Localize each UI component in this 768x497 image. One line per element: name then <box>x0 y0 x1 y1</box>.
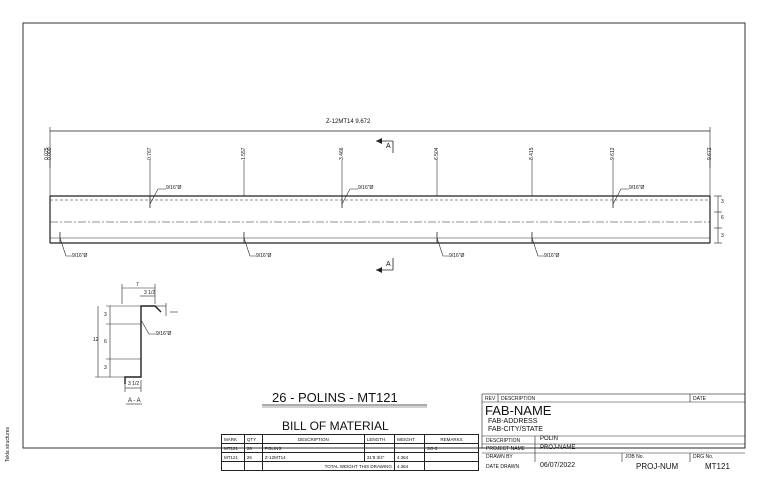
height-dim: 6 <box>721 215 724 221</box>
bom-total-label: TOTAL WEIGHT THIS DRAWING <box>261 461 395 471</box>
height-dim: 3 <box>721 233 724 239</box>
bom-header-row: MARK QTY DESCRIPTION LENGTH WEIGHT REMAR… <box>221 434 480 444</box>
section-profile <box>95 284 178 405</box>
fab-address: FAB-ADDRESS <box>488 418 538 425</box>
span-label: Z-12MT14 9.672 <box>326 119 371 125</box>
section-height: 12 <box>93 337 99 343</box>
bom-cell <box>423 452 480 462</box>
job-label: JOB No. <box>625 454 644 460</box>
bom-cell: 26 <box>243 443 263 453</box>
bom-cell: SO-3 <box>423 443 480 453</box>
bom-header: LENGTH <box>363 434 395 444</box>
station-label: 3.466 <box>339 147 345 160</box>
bom-cell <box>393 443 425 453</box>
section-part: 3 <box>104 365 107 371</box>
station-label: 0.767 <box>147 147 153 160</box>
bom-total-value: 4.364 <box>393 461 425 471</box>
job-value: PROJ-NUM <box>636 462 679 471</box>
section-part: 3 <box>104 312 107 318</box>
bom-header: DESCRIPTION <box>261 434 365 444</box>
hole-callout: 9/16"Ø <box>166 185 182 191</box>
bom-header: MARK <box>221 434 245 444</box>
bom-cell: Z-12MT14 <box>261 452 365 462</box>
bom-cell: 26 <box>243 452 263 462</box>
bom-cell <box>363 443 395 453</box>
date-drawn-label: DATE DRAWN <box>486 464 520 470</box>
bom-cell: 31'8 3/4" <box>363 452 395 462</box>
section-arrow-bottom <box>376 258 394 273</box>
hole-callout: 9/16"Ø <box>256 253 272 259</box>
drg-label: DRG No. <box>693 454 714 460</box>
desc-header: DESCRIPTION <box>501 396 536 402</box>
table-row: MT121 26 Z-12MT14 31'8 3/4" 4.364 <box>221 452 480 462</box>
station-label: 6.504 <box>434 147 440 160</box>
description-label: DESCRIPTION <box>486 438 521 444</box>
section-letter-top: A <box>386 143 391 150</box>
section-width: 7 <box>136 282 139 288</box>
drg-value: MT121 <box>705 462 730 471</box>
date-header: DATE <box>693 396 706 402</box>
hole-callout: 9/16"Ø <box>358 185 374 191</box>
bom-cell: POLINS <box>261 443 365 453</box>
station-ticks <box>49 160 711 196</box>
station-label: 9.672 <box>707 147 713 160</box>
section-part: 6 <box>104 339 107 345</box>
section-arrow-top <box>376 138 394 153</box>
section-letter-bottom: A <box>386 261 391 268</box>
hole-callout: 9/16"Ø <box>72 253 88 259</box>
bom-total-row: TOTAL WEIGHT THIS DRAWING 4.364 <box>221 461 480 471</box>
fab-name: FAB-NAME <box>485 403 552 418</box>
bom-header: REMARKS <box>423 434 480 444</box>
purlin-elevation <box>49 195 722 244</box>
title-block-frame <box>481 393 746 462</box>
section-hole-callout: 9/16"Ø <box>156 331 172 337</box>
side-note: Tekla structures <box>5 426 11 462</box>
station-label: 0.025 <box>44 147 50 160</box>
project-value: PROJ-NAME <box>540 445 576 451</box>
station-label: 8.415 <box>529 147 535 160</box>
height-dim: 3 <box>721 199 724 205</box>
bom-header: QTY <box>243 434 263 444</box>
section-lip: 3 1/2 <box>144 290 156 296</box>
hole-callout: 9/16"Ø <box>449 253 465 259</box>
drawn-by-label: DRAWN BY <box>486 454 513 460</box>
section-flange: 3 1/2 <box>128 381 140 387</box>
section-title: A - A <box>128 398 141 404</box>
drawing-heading: 26 - POLINS - MT121 <box>272 390 398 405</box>
hole-callout: 9/16"Ø <box>544 253 560 259</box>
bom-cell: 4.364 <box>393 452 425 462</box>
station-label: 9.612 <box>610 147 616 160</box>
fab-city: FAB-CITY/STATE <box>488 426 543 433</box>
bom-cell: MT121 <box>221 452 245 462</box>
bom-title: BILL OF MATERIAL <box>282 419 389 433</box>
bom-cell: MT121 <box>221 443 245 453</box>
bom-table: MARK QTY DESCRIPTION LENGTH WEIGHT REMAR… <box>221 434 480 471</box>
table-row: MT121 26 POLINS SO-3 <box>221 443 480 453</box>
hole-callout: 9/16"Ø <box>629 185 645 191</box>
bom-header: WEIGHT <box>393 434 425 444</box>
rev-label: REV <box>485 396 496 402</box>
hole-leaders <box>59 188 629 257</box>
date-drawn-value: 06/07/2022 <box>540 462 576 469</box>
project-label: PROJECT NAME <box>486 446 526 452</box>
station-label: 1.557 <box>241 147 247 160</box>
description-value: POLIN <box>540 436 559 442</box>
